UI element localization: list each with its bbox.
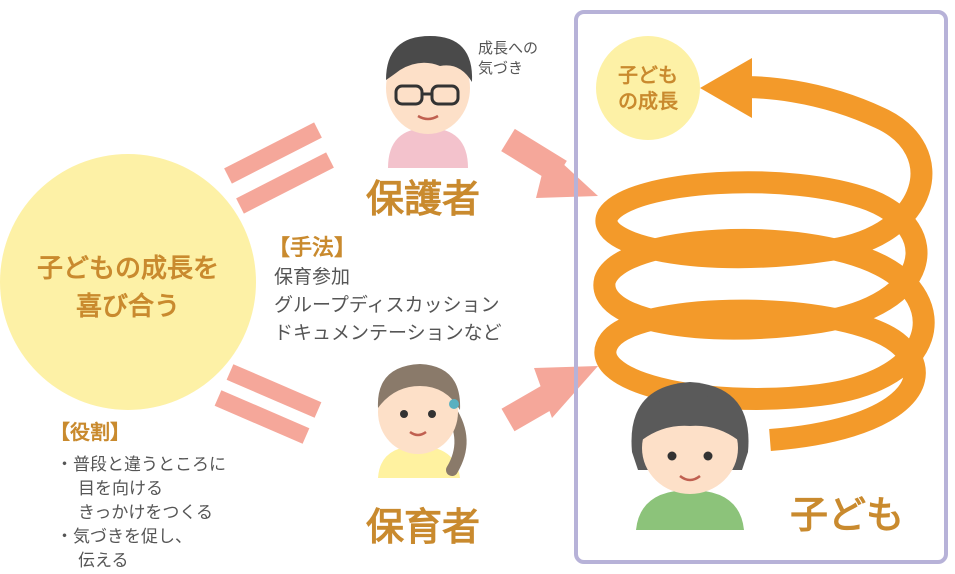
awareness-note-line2: 気づき bbox=[478, 59, 524, 77]
role-line: 目を向ける bbox=[78, 479, 163, 499]
growth-bubble-line2: の成長 bbox=[618, 89, 678, 113]
growth-spiral bbox=[593, 76, 935, 451]
central-message: 子どもの成長を 喜び合う bbox=[18, 250, 238, 326]
spiral-arrowhead bbox=[700, 58, 752, 118]
arrow-parent-to-child bbox=[501, 128, 598, 198]
method-item: グループディスカッション bbox=[274, 294, 500, 316]
awareness-note: 成長への 気づき bbox=[478, 38, 538, 78]
central-message-line2: 喜び合う bbox=[75, 292, 180, 322]
equals-mark-top bbox=[224, 122, 334, 214]
role-line: ・普段と違うところに bbox=[56, 455, 226, 475]
child-label: 子ども bbox=[790, 493, 905, 537]
father-icon bbox=[386, 36, 473, 168]
role-line: 伝える bbox=[78, 551, 129, 571]
awareness-note-line1: 成長への bbox=[478, 39, 539, 57]
child-area-frame bbox=[574, 10, 948, 564]
central-message-line1: 子どもの成長を bbox=[36, 254, 219, 284]
role-line: きっかけをつくる bbox=[78, 503, 213, 523]
equals-mark-bottom bbox=[214, 364, 322, 444]
central-circle bbox=[0, 154, 256, 410]
method-item: ドキュメンテーションなど bbox=[274, 322, 502, 344]
child-icon bbox=[631, 382, 749, 530]
teacher-icon bbox=[377, 364, 467, 478]
teacher-label: 保育者 bbox=[366, 505, 481, 549]
parent-label: 保護者 bbox=[366, 177, 481, 221]
role-title: 【役割】 bbox=[50, 420, 130, 444]
arrow-teacher-to-child bbox=[501, 366, 598, 432]
method-title: 【手法】 bbox=[268, 236, 357, 261]
role-line: ・気づきを促し、 bbox=[56, 527, 192, 547]
growth-bubble-text: 子ども の成長 bbox=[600, 62, 696, 114]
growth-bubble-line1: 子ども bbox=[618, 63, 678, 87]
growth-bubble bbox=[596, 36, 700, 140]
method-item: 保育参加 bbox=[274, 266, 351, 288]
